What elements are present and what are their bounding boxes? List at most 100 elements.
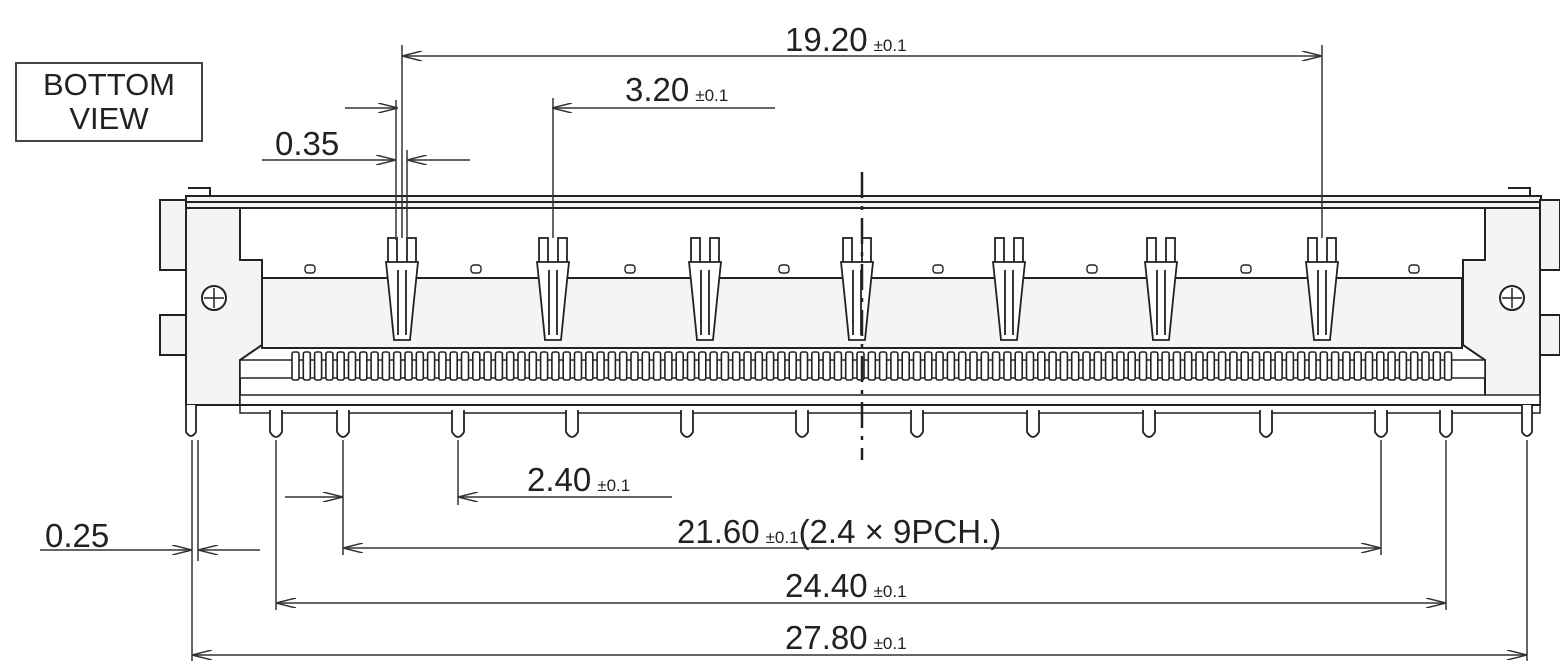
contact-pin — [765, 351, 775, 381]
dimension-label-24-40: 24.40 ±0.1 — [785, 568, 907, 610]
mounting-post — [680, 410, 694, 438]
dimension-value: 24.40 — [785, 567, 868, 604]
contact-pin — [867, 351, 877, 381]
mounting-post — [1259, 410, 1273, 438]
dimension-label-3-20: 3.20±0.1 — [625, 72, 728, 114]
contact-pin — [1376, 351, 1385, 381]
end-post — [1521, 405, 1533, 437]
latch — [992, 237, 1026, 341]
contact-pin — [1217, 351, 1227, 381]
contact-pin — [426, 351, 436, 381]
contact-pin — [754, 351, 764, 381]
mounting-post — [1374, 410, 1388, 438]
contact-pin — [1342, 351, 1351, 381]
contact-pin — [641, 351, 651, 381]
contact-pin — [969, 351, 978, 381]
dimension-note: (2.4 × 9PCH.) — [798, 513, 1002, 550]
contact-pin — [1093, 351, 1103, 381]
dimension-tolerance: ±0.1 — [765, 528, 799, 547]
contact-pin — [890, 351, 899, 381]
contact-pin — [1353, 351, 1362, 381]
contact-pin-row — [291, 351, 1453, 381]
contact-pin — [392, 351, 402, 381]
contact-pin — [822, 351, 831, 381]
contact-pin — [833, 351, 843, 381]
dimension-label-0-35: 0.35 — [275, 126, 339, 162]
contact-pin — [1330, 351, 1340, 381]
contact-pin — [1082, 351, 1091, 381]
dimension-label-2-40: 2.40±0.1 — [527, 462, 630, 504]
contact-pin — [697, 351, 707, 381]
dimension-label-0-25: 0.25 — [45, 518, 109, 554]
contact-pin — [630, 351, 639, 381]
housing-mark — [1086, 264, 1098, 274]
contact-pin — [336, 351, 346, 381]
dimension-label-27-80: 27.80±0.1 — [785, 620, 907, 662]
dimension-value: 3.20 — [625, 71, 690, 108]
dimension-label-19-20: 19.20 ±0.1 — [785, 22, 907, 64]
contact-pin — [675, 351, 685, 381]
contact-pin — [935, 351, 944, 381]
mounting-post — [269, 410, 283, 438]
dimension-tolerance: ±0.1 — [597, 476, 631, 495]
dimension-tolerance: ±0.1 — [873, 36, 907, 55]
contact-pin — [1183, 351, 1193, 381]
housing-mark — [624, 264, 636, 274]
contact-pin — [505, 351, 515, 381]
contact-pin — [664, 351, 673, 381]
contact-pin — [1206, 351, 1216, 381]
contact-pin — [709, 351, 718, 381]
latch — [536, 237, 570, 341]
contact-pin — [381, 351, 391, 381]
contact-pin — [1127, 351, 1136, 381]
contact-pin — [1138, 351, 1148, 381]
dimension-lines — [40, 45, 1528, 661]
contact-pin — [1263, 351, 1272, 381]
contact-pin — [1319, 351, 1329, 381]
contact-pin — [1364, 351, 1374, 381]
contact-pin — [1014, 351, 1024, 381]
view-label-line1: BOTTOM — [42, 67, 176, 102]
dimension-value: 19.20 — [785, 21, 868, 58]
contact-pin — [1240, 351, 1249, 381]
contact-pin — [1116, 351, 1125, 381]
contact-pin — [1432, 351, 1442, 381]
contact-pin — [1161, 351, 1170, 381]
contact-pin — [370, 351, 379, 381]
housing-mark — [304, 264, 316, 274]
contact-pin — [517, 351, 526, 381]
contact-pin — [460, 351, 470, 381]
mounting-post — [451, 410, 465, 438]
contact-pin — [291, 351, 300, 381]
dimension-label-21-60: 21.60±0.1(2.4 × 9PCH.) — [677, 514, 1001, 556]
contact-pin — [980, 351, 990, 381]
contact-pin — [1070, 351, 1080, 381]
contact-pin — [912, 351, 922, 381]
contact-pin — [313, 351, 323, 381]
contact-pin — [494, 351, 504, 381]
contact-pin — [1059, 351, 1069, 381]
contact-pin — [358, 351, 368, 381]
contact-pin — [449, 351, 459, 381]
contact-pin — [471, 351, 481, 381]
contact-pin — [539, 351, 549, 381]
contact-pin — [1308, 351, 1317, 381]
dimension-tolerance: ±0.1 — [873, 582, 907, 601]
latch — [1305, 237, 1339, 341]
contact-pin — [878, 351, 888, 381]
contact-pin — [1398, 351, 1408, 381]
contact-pin — [946, 351, 956, 381]
contact-pin — [844, 351, 854, 381]
contact-pin — [1172, 351, 1182, 381]
contact-pin — [596, 351, 605, 381]
contact-pin — [607, 351, 617, 381]
contact-pin — [618, 351, 628, 381]
contact-pin — [1048, 351, 1057, 381]
contact-pin — [1150, 351, 1159, 381]
contact-pin — [810, 351, 820, 381]
contact-pin — [788, 351, 798, 381]
contact-pin — [1229, 351, 1238, 381]
mounting-post — [1026, 410, 1040, 438]
contact-pin — [325, 351, 334, 381]
